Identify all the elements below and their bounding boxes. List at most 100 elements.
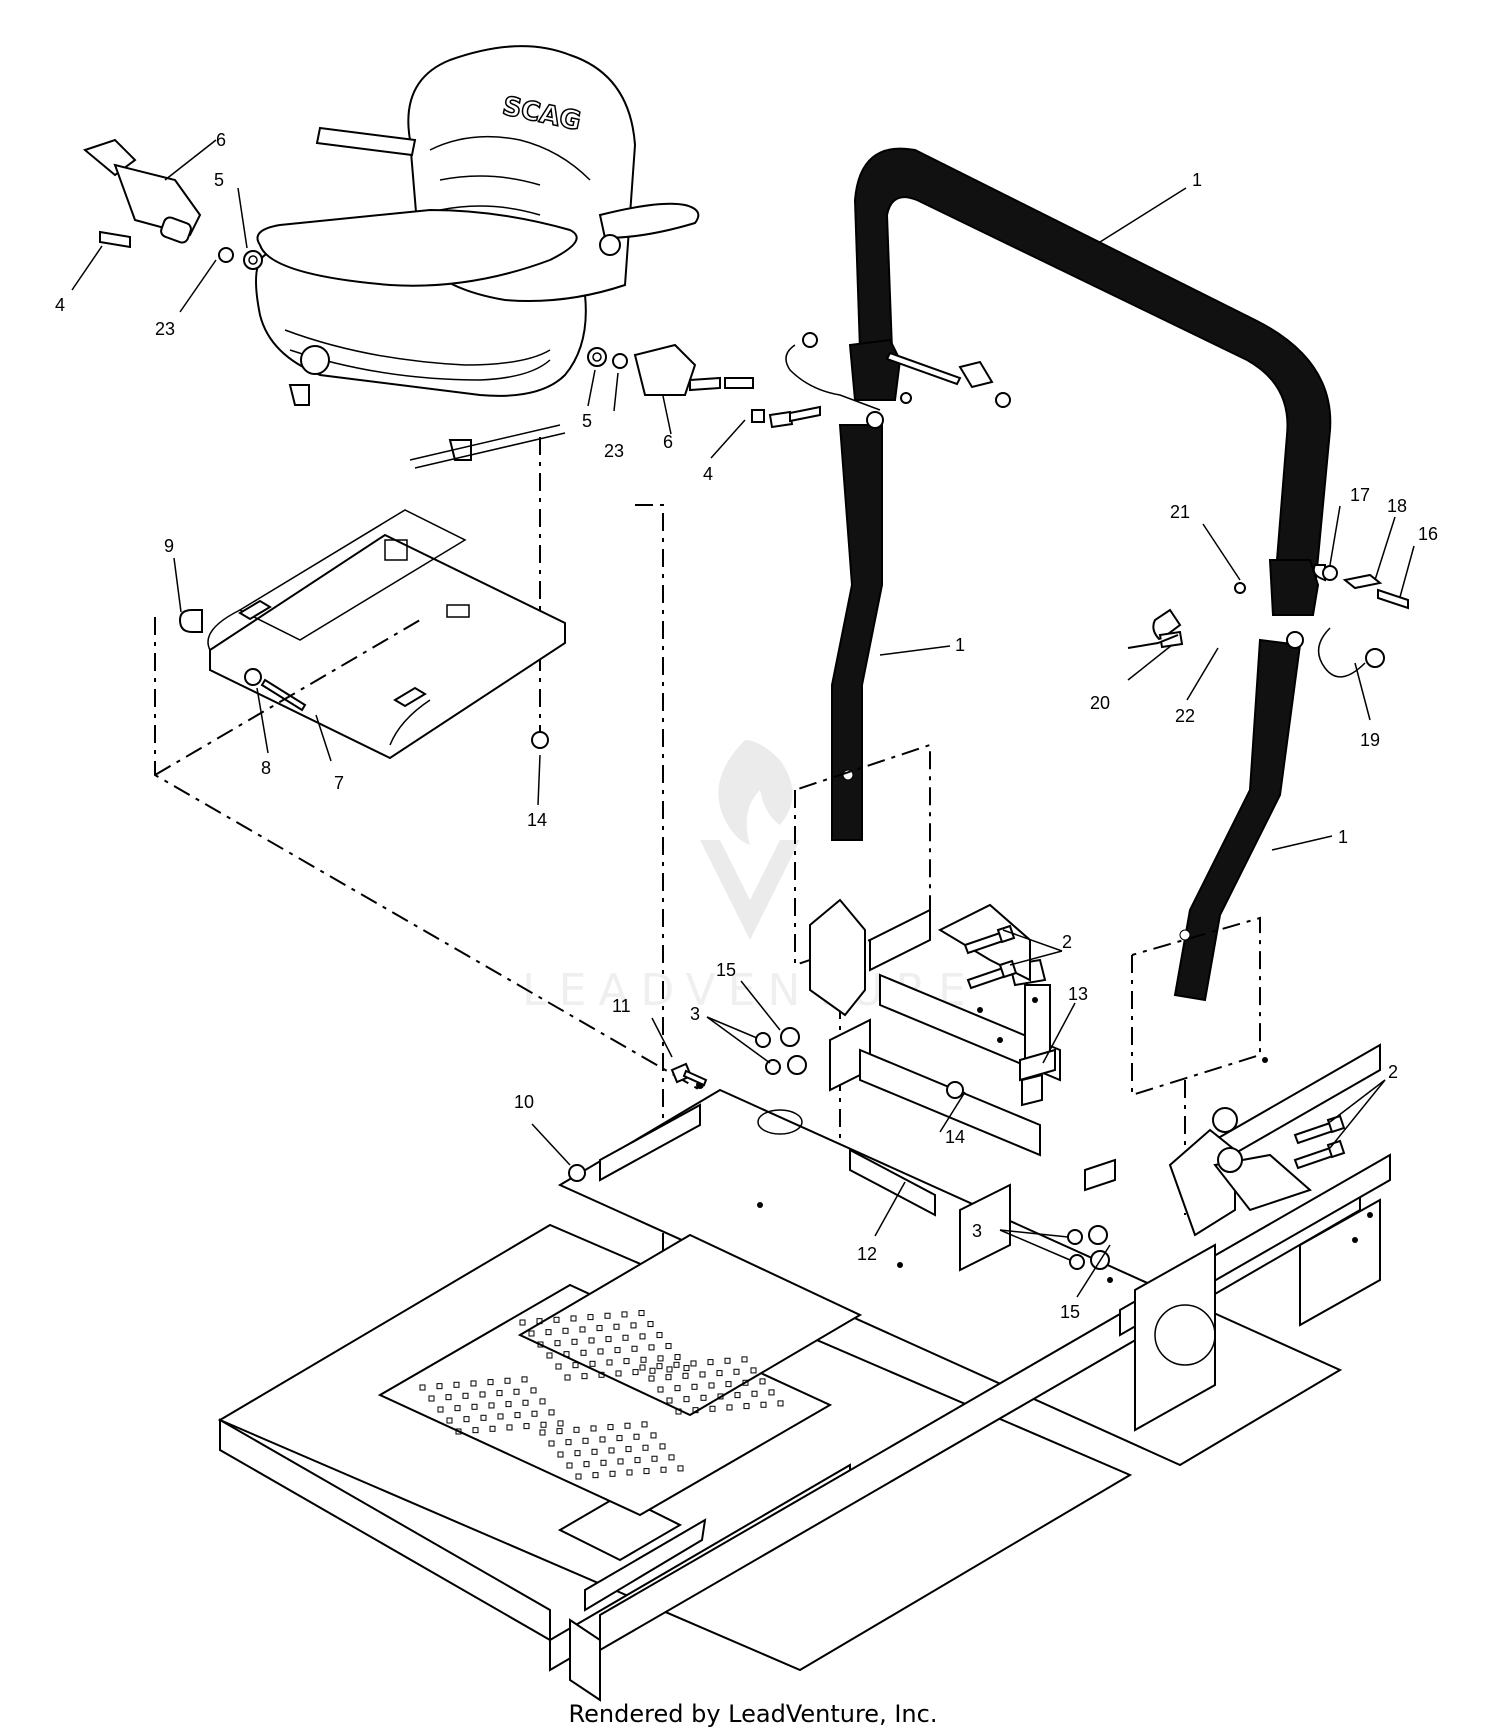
callout-9: 9: [164, 536, 174, 556]
grate-hole: [487, 1379, 494, 1386]
grate-hole: [657, 1386, 664, 1393]
grate-hole: [588, 1337, 595, 1344]
grate-hole: [659, 1443, 666, 1450]
callout-13: 13: [1068, 984, 1088, 1004]
grate-hole: [505, 1401, 512, 1408]
grate-hole: [604, 1312, 611, 1319]
grate-hole: [768, 1389, 775, 1396]
grate-hole: [690, 1360, 697, 1367]
grate-hole: [634, 1457, 641, 1464]
callout-5: 5: [214, 170, 224, 190]
grate-hole: [760, 1401, 767, 1408]
grate-hole: [599, 1436, 606, 1443]
grate-hole: [570, 1315, 577, 1322]
callout-23: 23: [155, 319, 175, 339]
grate-hole: [587, 1314, 594, 1321]
grate-hole: [626, 1469, 633, 1476]
grate-hole: [657, 1355, 664, 1362]
grate-hole: [651, 1455, 658, 1462]
grate-hole: [622, 1334, 629, 1341]
grate-hole: [639, 1333, 646, 1340]
grate-hole: [589, 1360, 596, 1367]
grate-hole: [675, 1408, 682, 1415]
grate-hole: [625, 1446, 632, 1453]
grate-hole: [489, 1425, 496, 1432]
callout-8: 8: [261, 758, 271, 778]
grate-hole: [649, 1367, 656, 1374]
grate-hole: [504, 1377, 511, 1384]
callout-14: 14: [527, 810, 547, 830]
grate-hole: [648, 1375, 655, 1382]
callout-15: 15: [716, 960, 736, 980]
grate-hole: [514, 1412, 521, 1419]
grate-hole: [708, 1382, 715, 1389]
grate-hole: [605, 1336, 612, 1343]
seat-switch-right: [587, 343, 765, 423]
watermark: LEADVENTURE: [522, 740, 966, 1016]
grate-hole: [557, 1451, 564, 1458]
rops-hardware-right: [1127, 564, 1409, 678]
callout-2: 2: [1388, 1062, 1398, 1082]
grate-hole: [617, 1458, 624, 1465]
rops-bar: [831, 147, 1332, 1002]
grate-hole: [616, 1435, 623, 1442]
grate-hole: [596, 1325, 603, 1332]
grate-hole: [656, 1363, 663, 1370]
grate-hole: [608, 1447, 615, 1454]
grate-hole: [539, 1429, 546, 1436]
grate-hole: [726, 1404, 733, 1411]
callout-17: 17: [1350, 485, 1370, 505]
grate-hole: [497, 1413, 504, 1420]
callout-12: 12: [857, 1244, 877, 1264]
grate-hole: [572, 1362, 579, 1369]
grate-hole: [446, 1417, 453, 1424]
grate-hole: [488, 1402, 495, 1409]
grate-hole: [479, 1391, 486, 1398]
grate-hole: [607, 1424, 614, 1431]
grate-hole: [530, 1387, 537, 1394]
grate-hole: [666, 1397, 673, 1404]
callout-labels: 1 1 1 2 2 3 3 4 4 5 5 6 6 7 8 9 10 11 12…: [55, 130, 1438, 1322]
grate-hole: [683, 1365, 690, 1372]
grate-hole: [548, 1440, 555, 1447]
grate-hole: [513, 1388, 520, 1395]
grate-hole: [733, 1368, 740, 1375]
seat: SCAG: [255, 45, 700, 469]
grate-hole: [540, 1421, 547, 1428]
floor-grate-holes: [419, 1310, 784, 1480]
grate-hole: [692, 1407, 699, 1414]
grate-hole: [674, 1354, 681, 1361]
grate-hole: [523, 1423, 530, 1430]
grate-hole: [707, 1359, 714, 1366]
grate-hole: [621, 1311, 628, 1318]
grate-hole: [580, 1349, 587, 1356]
callout-6: 6: [216, 130, 226, 150]
grate-hole: [750, 1367, 757, 1374]
grate-hole: [591, 1448, 598, 1455]
grate-hole: [571, 1338, 578, 1345]
grate-hole: [624, 1422, 631, 1429]
grate-hole: [437, 1406, 444, 1413]
grate-hole: [751, 1390, 758, 1397]
grate-hole: [609, 1470, 616, 1477]
grate-hole: [528, 1330, 535, 1337]
grate-hole: [614, 1347, 621, 1354]
callout-23: 23: [604, 441, 624, 461]
grate-hole: [630, 1322, 637, 1329]
grate-hole: [453, 1381, 460, 1388]
grate-hole: [633, 1433, 640, 1440]
callout-3: 3: [690, 1004, 700, 1024]
callout-10: 10: [514, 1092, 534, 1112]
grate-hole: [640, 1356, 647, 1363]
callout-6: 6: [663, 432, 673, 452]
callout-16: 16: [1418, 524, 1438, 544]
grate-hole: [777, 1400, 784, 1407]
callout-1: 1: [1192, 170, 1202, 190]
grate-hole: [683, 1396, 690, 1403]
grate-hole: [454, 1405, 461, 1412]
grate-hole: [648, 1344, 655, 1351]
grate-hole: [639, 1364, 646, 1371]
grate-hole: [741, 1356, 748, 1363]
grate-hole: [709, 1405, 716, 1412]
grate-hole: [642, 1444, 649, 1451]
